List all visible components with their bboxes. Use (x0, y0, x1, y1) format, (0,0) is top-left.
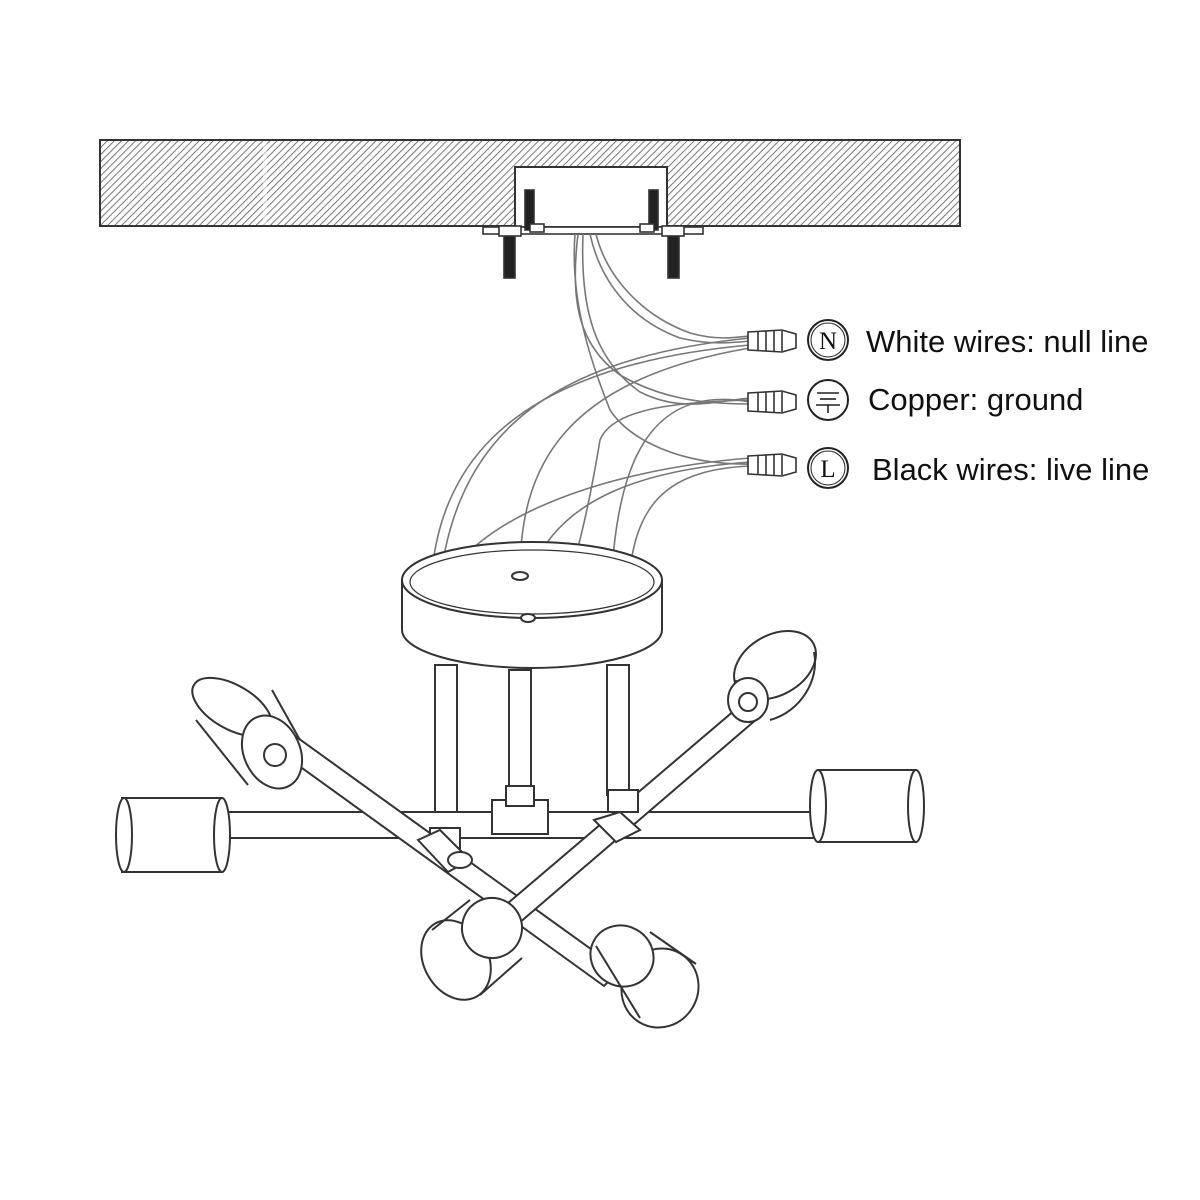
legend-item-ground: Copper: ground (807, 379, 1083, 421)
ground-icon (816, 392, 840, 413)
socket-bottom-left (420, 897, 523, 1001)
connector-ground (747, 390, 797, 414)
legend-label-ground: Copper: ground (868, 382, 1083, 417)
neutral-symbol: N (819, 328, 837, 355)
legend-item-neutral: N White wires: null line (807, 319, 1149, 361)
wire-connectors (747, 329, 797, 477)
connector-live (747, 453, 797, 477)
junction-box (514, 166, 668, 228)
support-rods (434, 664, 630, 826)
lamp-holders (115, 629, 925, 1029)
socket-left (115, 797, 231, 873)
socket-right (809, 769, 925, 843)
joints (416, 785, 642, 874)
socket-bottom-right (589, 924, 700, 1029)
socket-top-right (727, 629, 817, 723)
legend-item-live: L Black wires: live line (807, 447, 1149, 489)
socket-top-left (190, 676, 304, 790)
canopy (401, 541, 663, 669)
ceiling-wires (573, 233, 751, 465)
bolt-left (503, 229, 516, 279)
live-symbol: L (820, 456, 835, 483)
legend: N White wires: null line Copper: ground … (807, 319, 1149, 489)
canopy-wire-hole (511, 571, 529, 581)
legend-label-neutral: White wires: null line (866, 324, 1149, 359)
canopy-ground-screw (520, 613, 536, 623)
connector-neutral (747, 329, 797, 353)
mounting-plate (482, 189, 704, 279)
legend-label-live: Black wires: live line (872, 452, 1149, 487)
bolt-right (667, 229, 680, 279)
